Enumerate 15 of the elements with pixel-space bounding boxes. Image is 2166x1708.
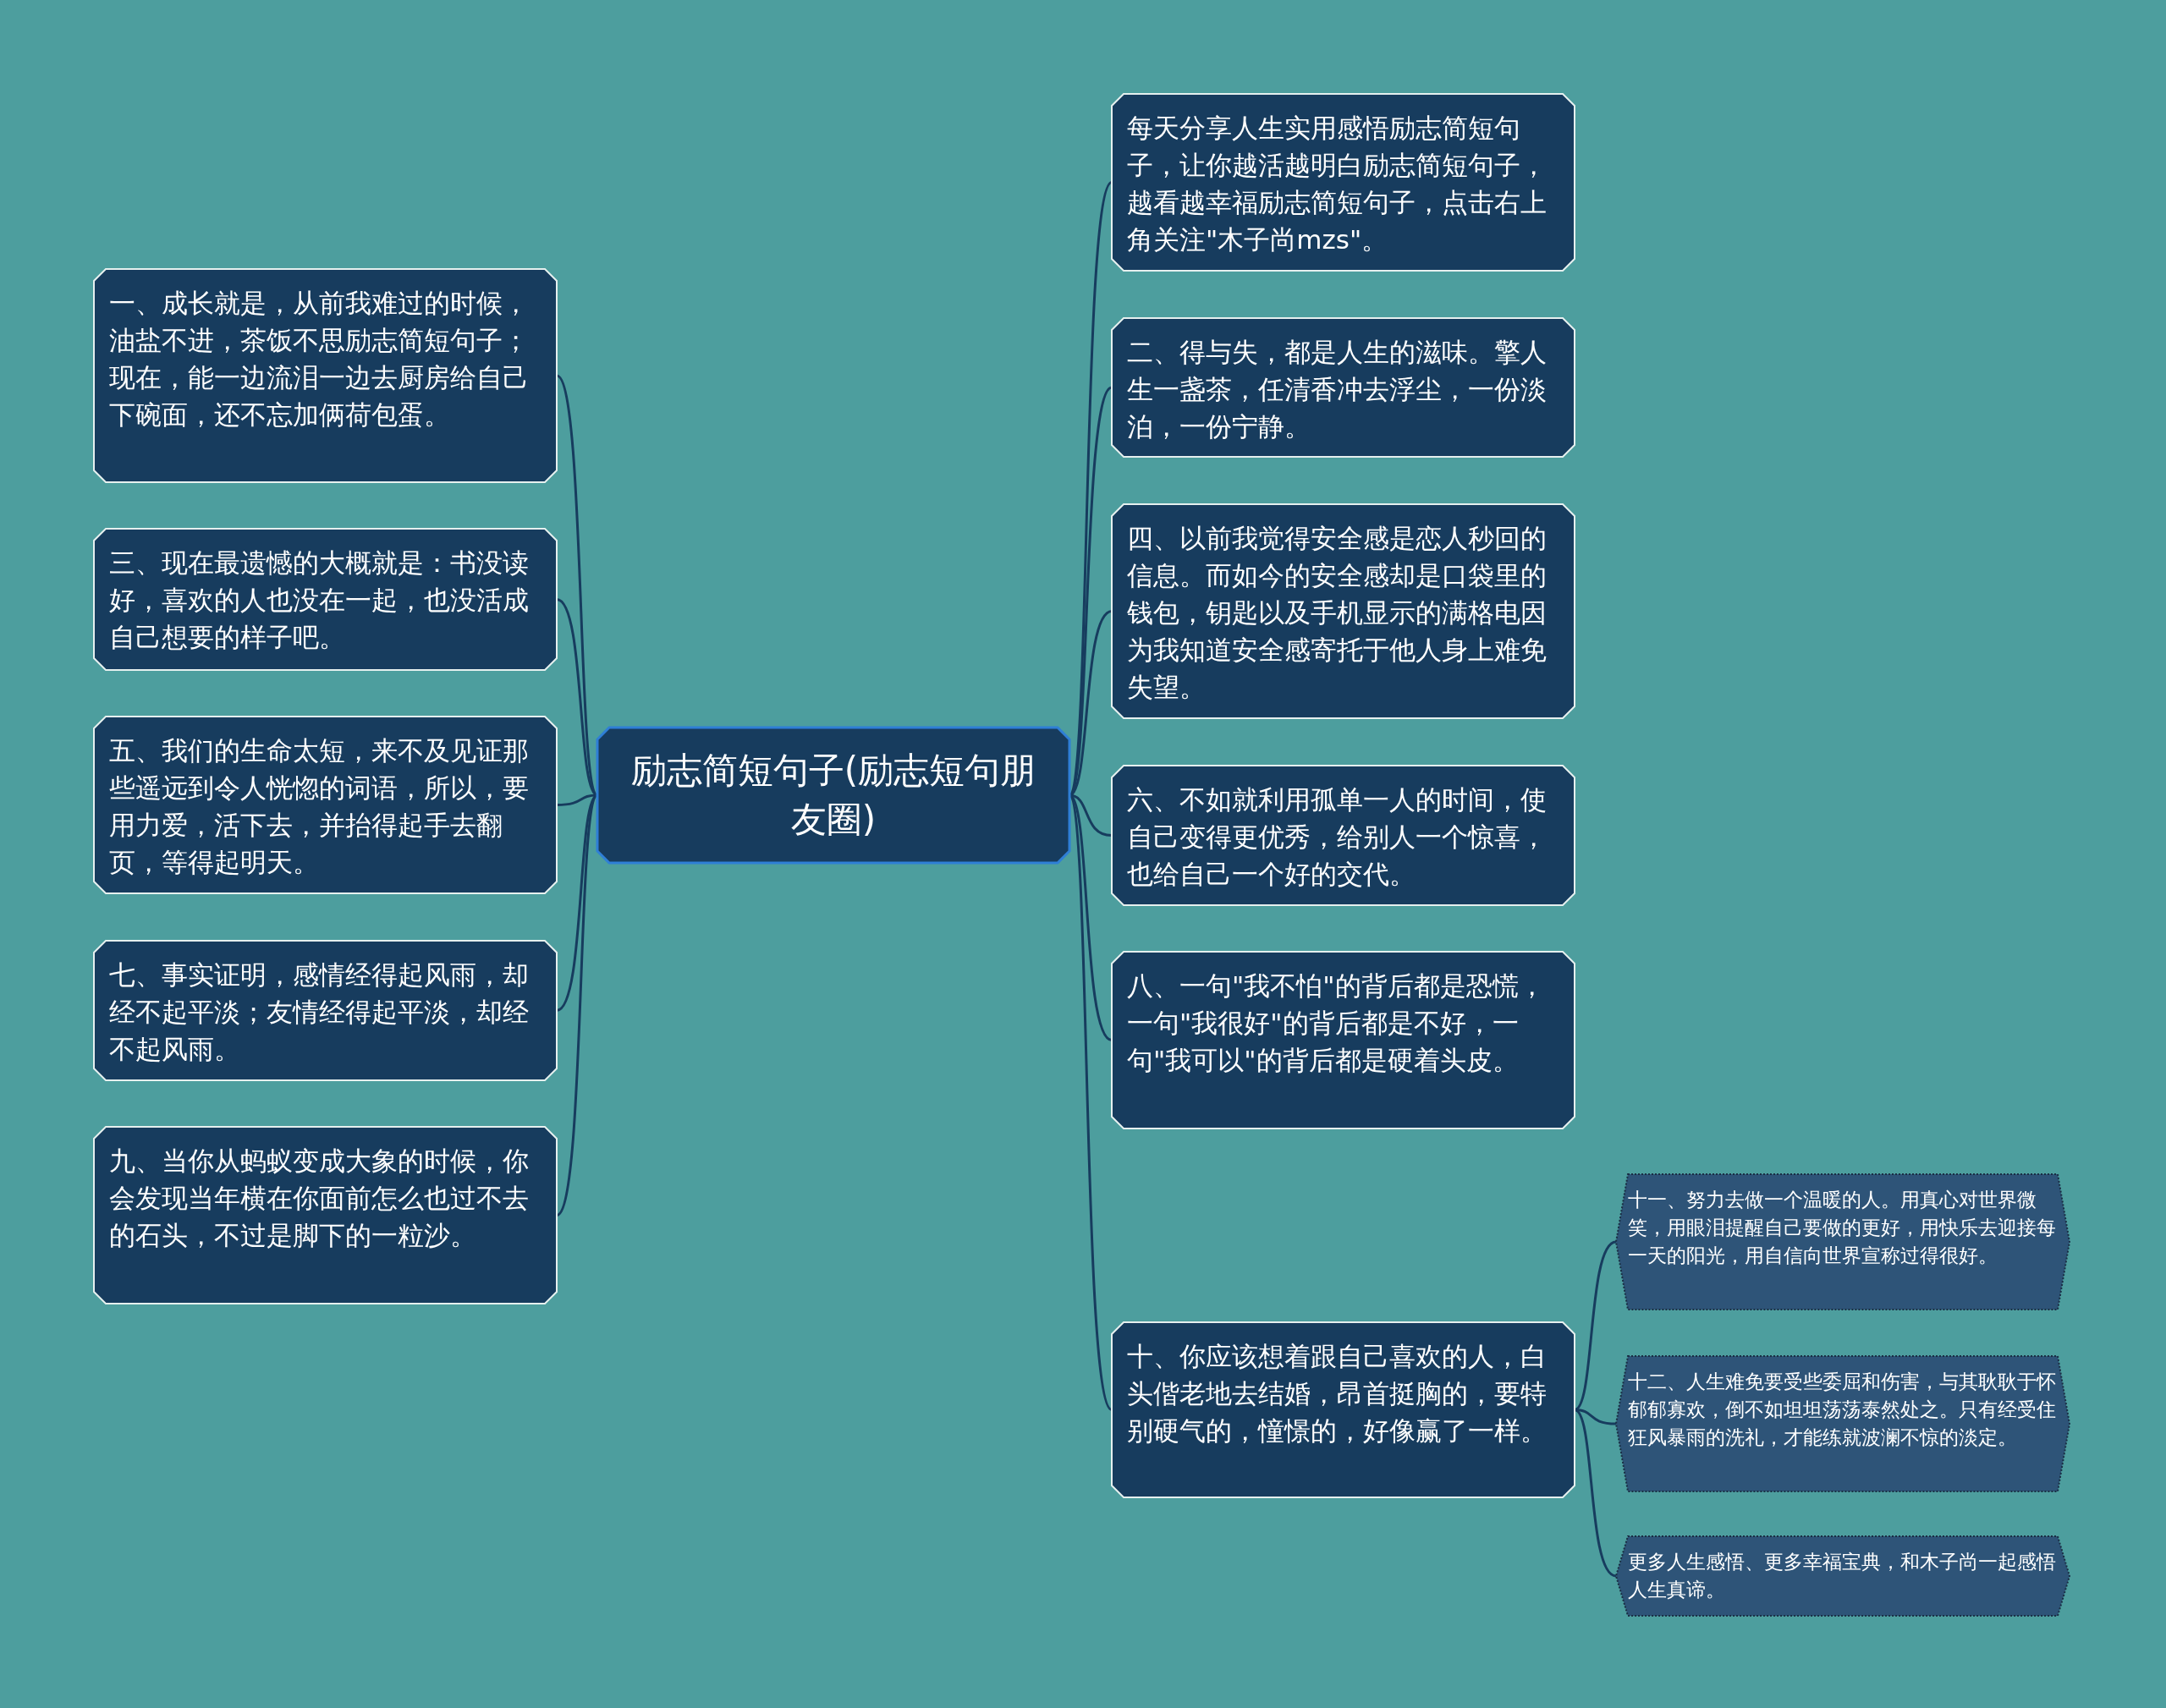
topic-box: 八、一句"我不怕"的背后都是恐慌，一句"我很好"的背后都是不好，一句"我可以"的背后都是硬着头皮。 [1112, 952, 1575, 1129]
topic-box: 一、成长就是，从前我难过的时候，油盐不进，茶饭不思励志简短句子；现在，能一边流泪一边去厨房给自己下碗面，还不忘加俩荷包蛋。 [94, 269, 557, 482]
topic-box: 每天分享人生实用感悟励志简短句子，让你越活越明白励志简短句子，越看越幸福励志简短句子，点击右上角关注"木子尚mzs"。 [1112, 94, 1575, 271]
subtopic-box: 十二、人生难免要受些委屈和伤害，与其耿耿于怀郁郁寡欢，倒不如坦坦荡荡泰然处之。只有经受住狂风暴雨的洗礼，才能练就波澜不惊的淡定。 [1616, 1356, 2070, 1491]
topic-box: 七、事实证明，感情经得起风雨，却经不起平淡；友情经得起平淡，却经不起风雨。 [94, 941, 557, 1080]
subtopic-box: 十一、努力去做一个温暖的人。用真心对世界微笑，用眼泪提醒自己要做的更好，用快乐去迎接每一天的阳光，用自信向世界宣称过得很好。 [1616, 1174, 2070, 1310]
topic-box: 四、以前我觉得安全感是恋人秒回的信息。而如今的安全感却是口袋里的钱包，钥匙以及手机显示的满格电因为我知道安全感寄托于他人身上难免失望。 [1112, 504, 1575, 718]
topic-box: 九、当你从蚂蚁变成大象的时候，你会发现当年横在你面前怎么也过不去的石头，不过是脚下的一粒沙。 [94, 1127, 557, 1304]
topic-box: 二、得与失，都是人生的滋味。擎人生一盏茶，任清香冲去浮尘，一份淡泊，一份宁静。 [1112, 318, 1575, 457]
subtopic-box: 更多人生感悟、更多幸福宝典，和木子尚一起感悟人生真谛。 [1616, 1536, 2070, 1616]
topic-box: 三、现在最遗憾的大概就是：书没读好，喜欢的人也没在一起，也没活成自己想要的样子吧。 [94, 529, 557, 670]
topic-box: 五、我们的生命太短，来不及见证那些遥远到令人恍惚的词语，所以，要用力爱，活下去，并抬得起手去翻页，等得起明天。 [94, 717, 557, 893]
topic-box: 六、不如就利用孤单一人的时间，使自己变得更优秀，给别人一个惊喜，也给自己一个好的交代。 [1112, 766, 1575, 905]
topic-box: 十、你应该想着跟自己喜欢的人，白头偕老地去结婚，昂首挺胸的，要特别硬气的，憧憬的，好像赢了一样。 [1112, 1322, 1575, 1497]
central-topic-box: 励志简短句子(励志短句朋友圈) [597, 728, 1069, 863]
